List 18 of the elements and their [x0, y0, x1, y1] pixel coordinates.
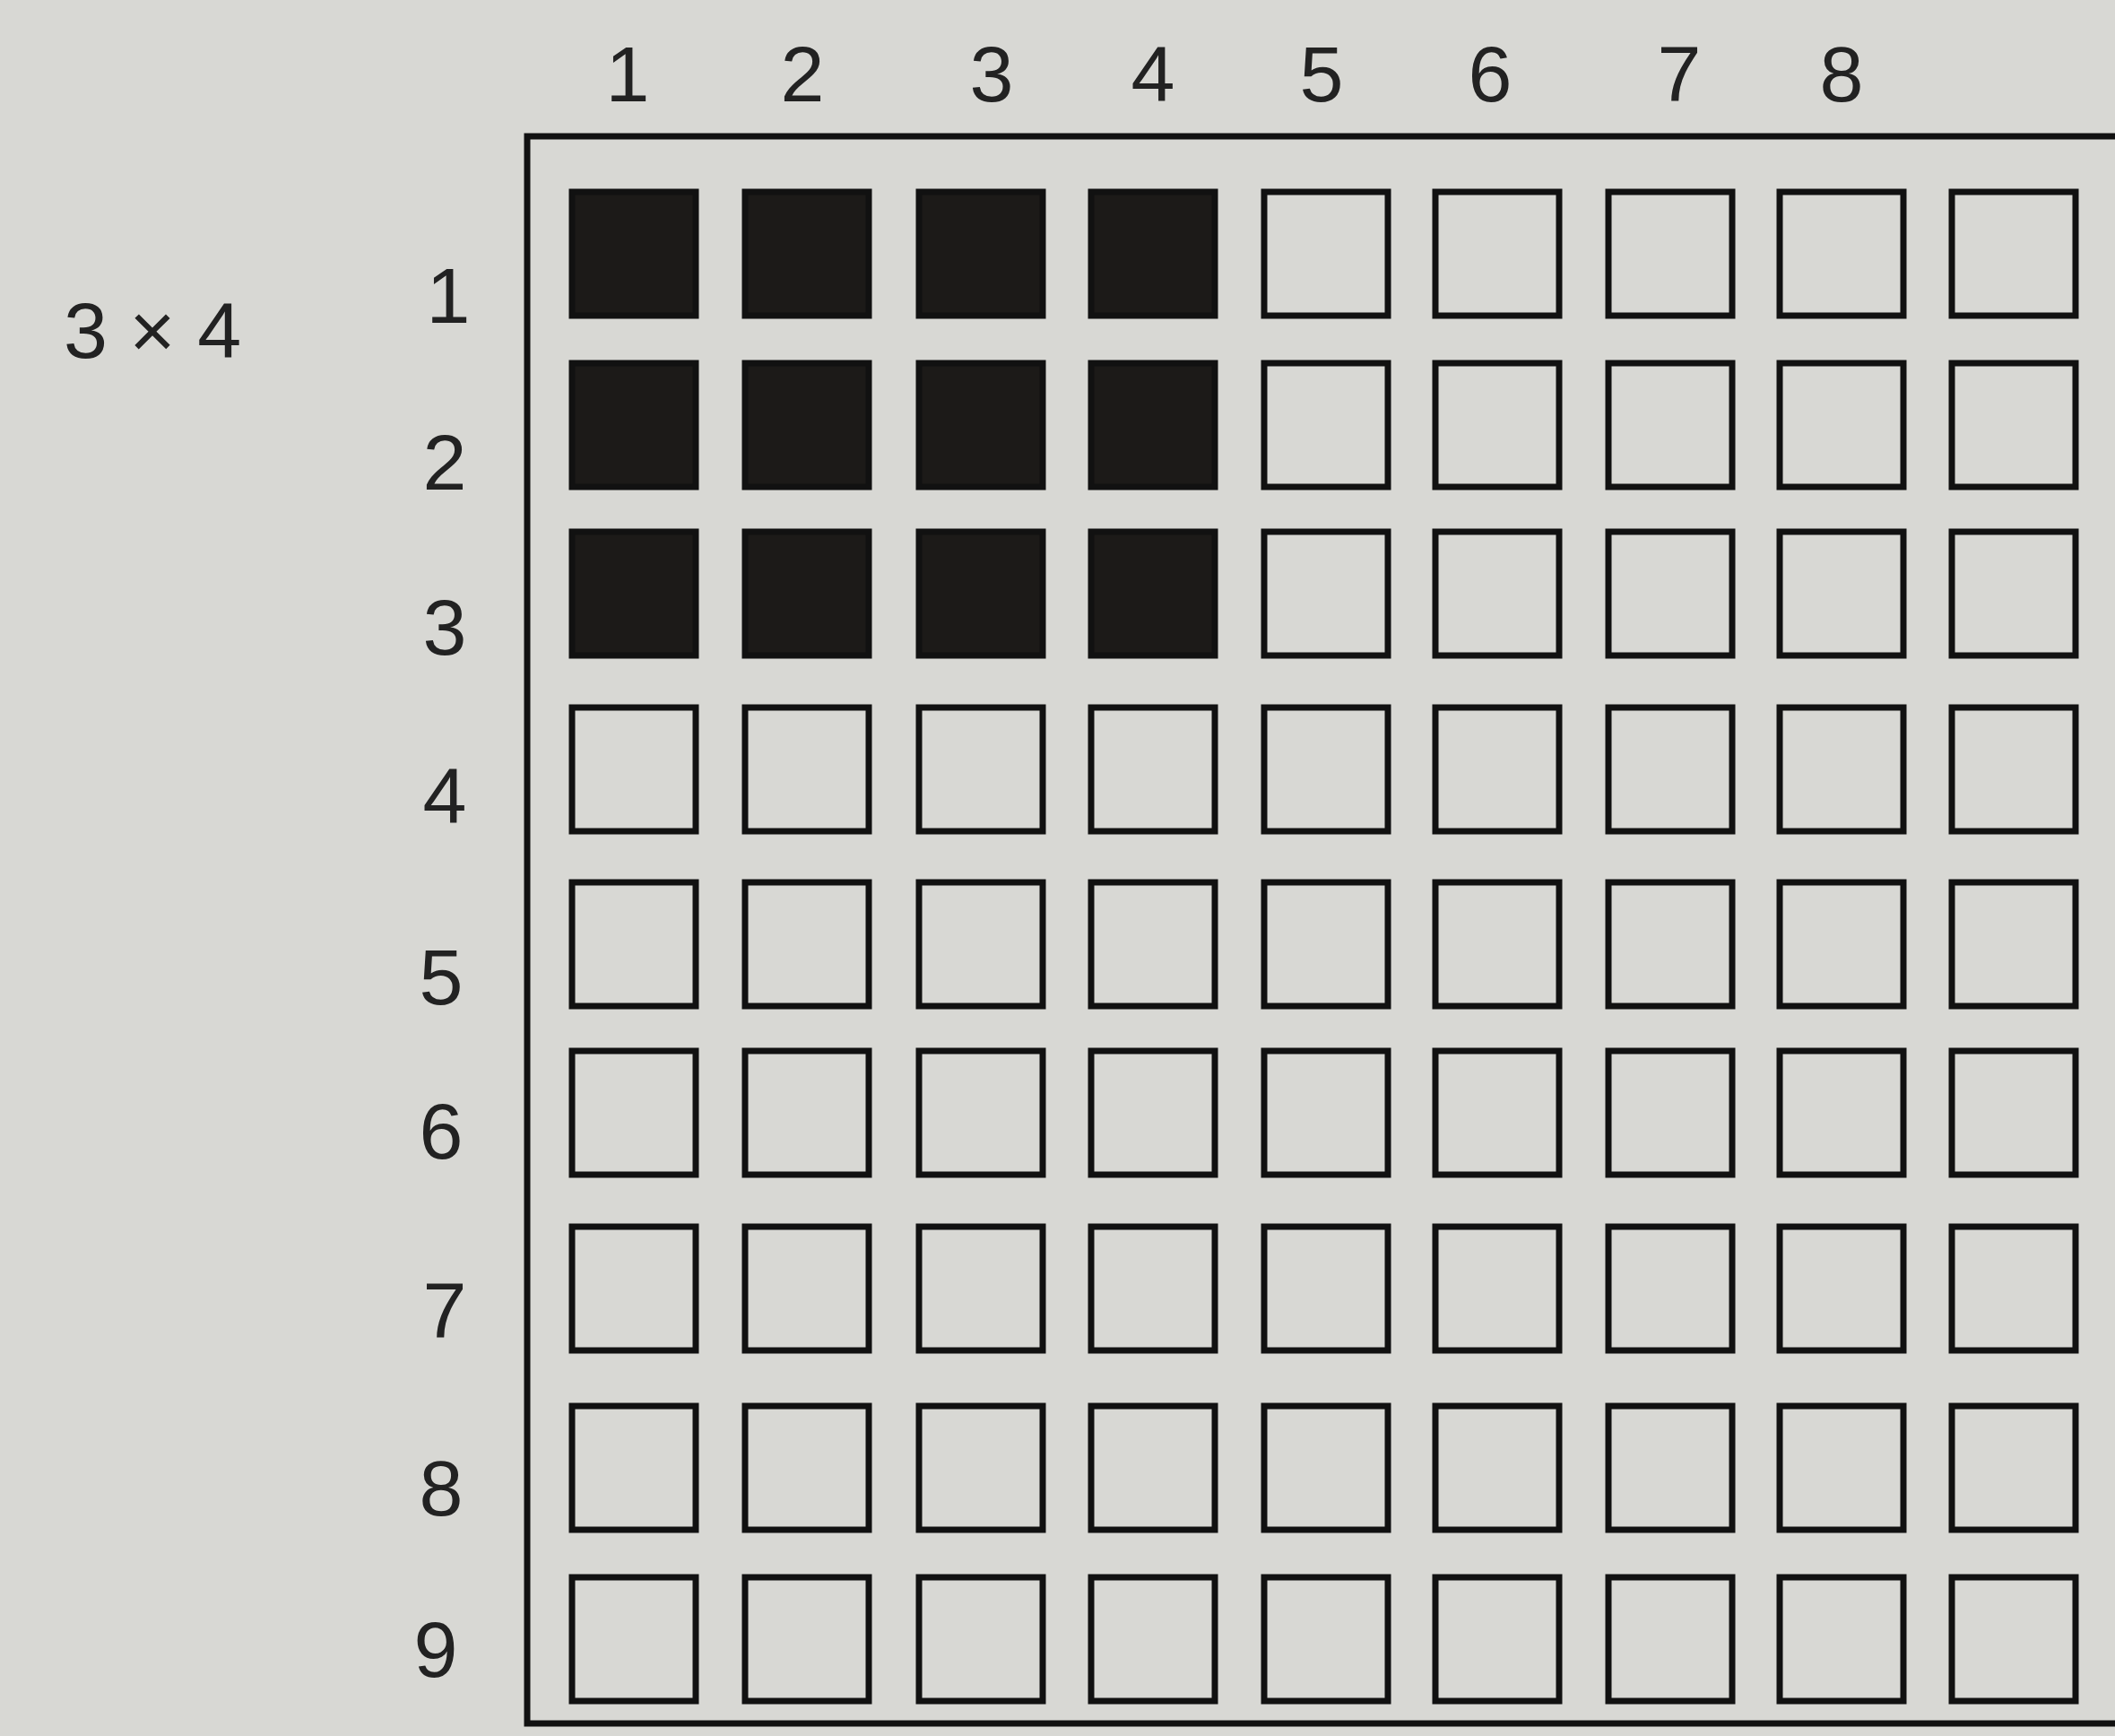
row-number: 9 [413, 1610, 458, 1689]
row-number: 4 [422, 757, 467, 836]
multiplication-label: 3 × 4 [63, 291, 242, 370]
row-number: 6 [419, 1092, 464, 1171]
column-number: 1 [605, 35, 650, 114]
row-number: 2 [422, 423, 467, 502]
column-number: 8 [1819, 35, 1864, 114]
row-number: 8 [419, 1449, 464, 1528]
column-number: 5 [1299, 35, 1344, 114]
column-number: 3 [969, 35, 1014, 114]
row-number: 3 [422, 588, 467, 667]
column-number: 7 [1657, 35, 1702, 114]
column-number: 6 [1468, 35, 1513, 114]
column-number: 4 [1131, 35, 1175, 114]
row-number: 5 [419, 938, 464, 1017]
row-number: 7 [422, 1272, 467, 1350]
column-number: 2 [780, 35, 825, 114]
row-number: 1 [426, 256, 471, 335]
